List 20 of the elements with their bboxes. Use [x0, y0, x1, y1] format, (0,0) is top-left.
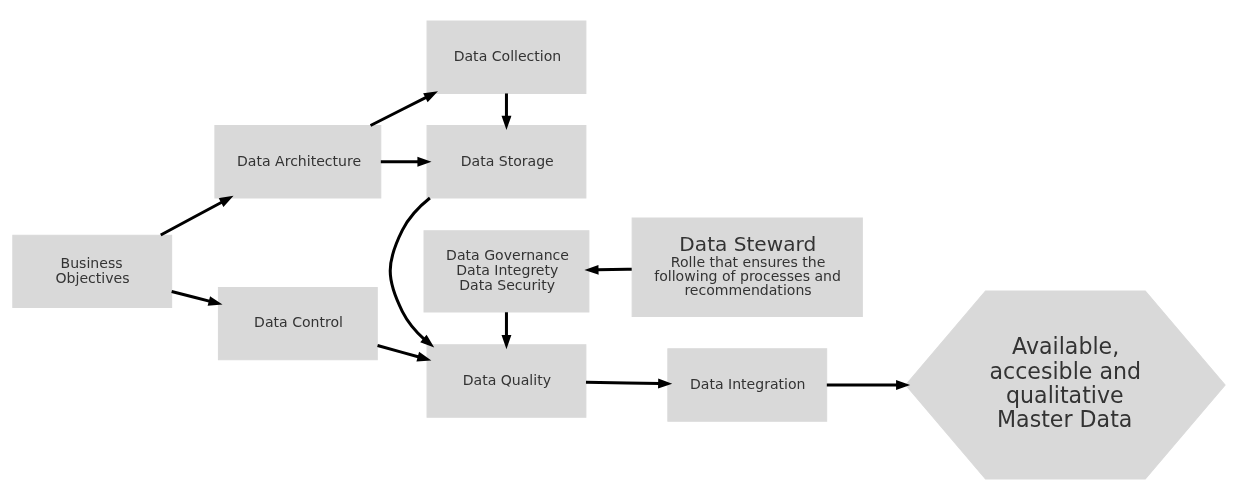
arrow	[388, 196, 435, 348]
node-box: Data Quality	[426, 343, 587, 418]
node-box: Data Collection	[426, 20, 587, 94]
arrow	[826, 379, 911, 390]
arrow	[501, 92, 512, 130]
arrow	[369, 90, 438, 127]
arrow	[377, 343, 432, 361]
node-box: Data Storage	[426, 124, 587, 198]
node-box: Data Governance Data Integrety Data Security	[423, 229, 590, 313]
arrow	[501, 311, 512, 349]
node-box: Business Objectives	[12, 234, 173, 308]
node-box: Data Control	[217, 286, 378, 360]
arrow	[585, 378, 673, 388]
arrow	[584, 264, 632, 275]
node-box: Data Integration	[667, 347, 828, 422]
arrow	[160, 195, 234, 236]
arrow	[171, 289, 223, 306]
node-box: Data Architecture	[214, 124, 382, 198]
node-box: Data Steward Rolle that ensures the following of processes and recommendations	[631, 217, 863, 317]
arrow	[380, 156, 432, 167]
